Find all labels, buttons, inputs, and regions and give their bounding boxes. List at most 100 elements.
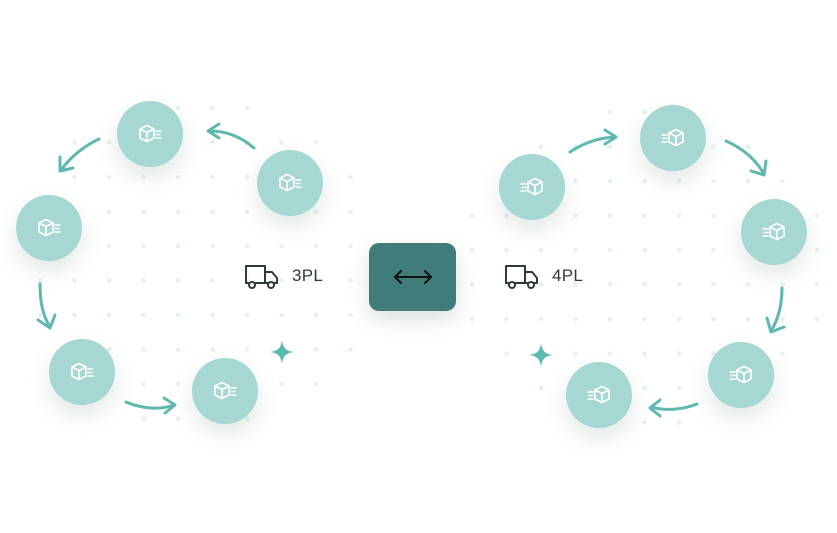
grid-dot [313,312,319,318]
grid-dot [676,385,682,391]
grid-dot [711,247,716,253]
grid-dot [745,178,751,184]
grid-dot [210,209,215,214]
grid-dot [141,174,146,180]
grid-dot [538,385,544,391]
grid-dot [607,213,613,218]
grid-dot [573,282,578,287]
grid-dot [607,282,613,287]
grid-dot [676,420,682,425]
grid-dot [244,416,250,421]
grid-dot [348,278,353,283]
grid-dot [711,316,716,322]
grid-dot [279,381,284,387]
grid-dot [814,213,820,218]
grid-dot [745,316,751,322]
grid-dot [348,312,353,318]
package-node-right-3 [741,199,807,265]
grid-dot [676,213,682,218]
grid-dot [745,282,751,287]
grid-dot [538,282,544,287]
grid-dot [642,178,647,184]
grid-dot [210,347,215,352]
arrow-left-2 [58,137,101,173]
package-fast-icon [520,177,543,196]
grid-dot [72,278,77,283]
grid-dot [106,209,112,214]
grid-dot [469,247,475,253]
grid-dot [210,243,215,249]
package-fast-icon [214,381,237,400]
grid-dot [469,213,475,218]
grid-dot [538,144,544,149]
package-fast-icon [38,218,61,237]
grid-dot [313,243,319,249]
grid-dot [141,278,146,283]
sparkle-icon [529,343,553,367]
label-4pl: 4PL [504,262,583,290]
grid-dot [175,416,181,421]
grid-dot [711,144,716,149]
grid-dot [175,312,181,318]
grid-dot [106,312,112,318]
arrow-left-3 [36,282,57,330]
grid-dot [504,213,509,218]
grid-dot [244,209,250,214]
grid-dot [106,278,112,283]
grid-dot [279,278,284,283]
grid-dot [106,174,112,180]
grid-dot [607,247,613,253]
grid-dot [642,109,647,115]
grid-dot [676,351,682,356]
package-node-left-1 [117,101,183,167]
grid-dot [244,174,250,180]
grid-dot [469,282,475,287]
grid-dot [210,105,215,111]
grid-dot [244,105,250,111]
package-fast-icon [71,362,94,381]
grid-dot [504,247,509,253]
grid-dot [780,351,785,356]
grid-dot [210,278,215,283]
grid-dot [141,416,146,421]
grid-dot [175,105,181,111]
grid-dot [780,316,785,322]
grid-dot [348,174,353,180]
grid-dot [175,278,181,283]
grid-dot [175,243,181,249]
package-node-left-4 [49,339,115,405]
grid-dot [607,316,613,322]
grid-dot [244,347,250,352]
grid-dot [642,247,647,253]
grid-dot [279,312,284,318]
grid-dot [72,140,77,145]
arrow-left-1 [206,122,256,150]
arrow-right-1 [568,128,618,154]
grid-dot [313,381,319,387]
arrow-left-4 [124,396,177,415]
package-fast-icon [661,128,684,147]
arrow-right-4 [648,398,699,418]
grid-dot [141,381,146,387]
grid-dot [106,243,112,249]
grid-dot [573,178,578,184]
grid-dot [676,316,682,322]
grid-dot [676,178,682,184]
grid-dot [642,213,647,218]
grid-dot [210,140,215,145]
sparkle-icon [270,340,294,364]
grid-dot [607,351,613,356]
grid-dot [279,243,284,249]
truck-icon [245,265,278,289]
grid-dot [642,420,647,425]
grid-dot [814,247,820,253]
package-fast-icon [729,365,752,384]
grid-dot [313,209,319,214]
grid-dot [607,109,613,115]
grid-dot [313,140,319,145]
grid-dot [141,243,146,249]
swap-button[interactable] [369,243,456,311]
grid-dot [711,213,716,218]
